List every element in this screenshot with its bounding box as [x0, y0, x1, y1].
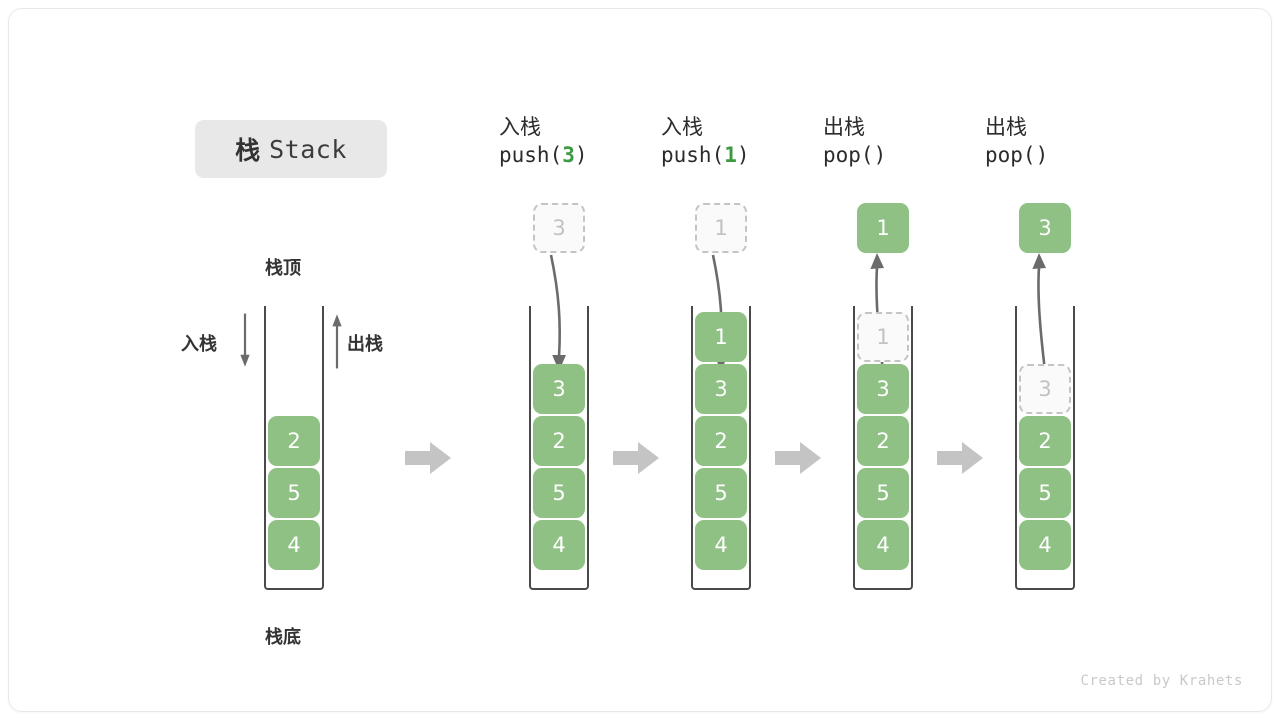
stack-cell: 2 [857, 416, 909, 466]
stack-cell: 5 [268, 468, 320, 518]
pop-direction-arrow-icon [332, 314, 342, 369]
motion-arrow-icon-pop-3 [1032, 253, 1047, 372]
title-cn: 栈 [235, 136, 261, 165]
push-direction-arrow-icon [240, 313, 250, 367]
push-direction-label: 入栈 [181, 334, 217, 355]
stack-cell-ghost: 3 [1019, 364, 1071, 414]
stack-cell: 4 [695, 520, 747, 570]
step-operation-cn: 出栈 [823, 115, 865, 139]
motion-arrow-icon-push-3 [549, 254, 566, 371]
stack-cell: 3 [533, 364, 585, 414]
stack-top-label: 栈顶 [265, 258, 301, 279]
stack-cell: 4 [268, 520, 320, 570]
step-operation-argument: 1 [724, 143, 737, 168]
step-header-pop-3: 出栈 pop() [985, 113, 1105, 170]
step-header-push-3: 入栈 push(3) [499, 113, 619, 170]
stack-cell: 1 [695, 312, 747, 362]
step-operation-cn: 出栈 [985, 115, 1027, 139]
floating-element-push-1: 1 [695, 203, 747, 253]
step-arrow-icon-4 [937, 442, 983, 474]
stack-cell: 3 [857, 364, 909, 414]
stack-cell: 5 [533, 468, 585, 518]
step-arrow-icon-2 [613, 442, 659, 474]
step-header-pop-1: 出栈 pop() [823, 113, 943, 170]
step-header-push-1: 入栈 push(1) [661, 113, 781, 170]
step-operation-code: push(3) [499, 143, 588, 168]
stack-cell: 4 [1019, 520, 1071, 570]
stack-container [691, 306, 751, 590]
stack-cell: 2 [533, 416, 585, 466]
step-operation-code: push(1) [661, 143, 750, 168]
stack-cell: 5 [695, 468, 747, 518]
stack-cell: 3 [695, 364, 747, 414]
stack-cell: 2 [695, 416, 747, 466]
title-en: Stack [269, 134, 347, 164]
floating-element-push-3: 3 [533, 203, 585, 253]
stack-cell: 2 [1019, 416, 1071, 466]
pop-direction-label: 出栈 [347, 334, 383, 355]
stack-bottom-label: 栈底 [265, 627, 301, 648]
stack-cell: 2 [268, 416, 320, 466]
step-arrow-icon-1 [405, 442, 451, 474]
credit-text: Created by Krahets [1080, 673, 1243, 689]
step-operation-code: pop() [985, 143, 1049, 168]
step-operation-cn: 入栈 [499, 115, 541, 139]
floating-element-pop-1: 1 [857, 203, 909, 253]
stack-cell-ghost: 1 [857, 312, 909, 362]
step-arrow-icon-3 [775, 442, 821, 474]
stack-cell: 4 [533, 520, 585, 570]
diagram-title-chip: 栈 Stack [195, 120, 387, 178]
stack-cell: 4 [857, 520, 909, 570]
stack-cell: 5 [1019, 468, 1071, 518]
stack-container [853, 306, 913, 590]
stack-cell: 5 [857, 468, 909, 518]
step-operation-cn: 入栈 [661, 115, 703, 139]
stack-container [264, 306, 324, 590]
stack-container [529, 306, 589, 590]
step-operation-argument: 3 [562, 143, 575, 168]
stack-container [1015, 306, 1075, 590]
step-operation-code: pop() [823, 143, 887, 168]
floating-element-pop-3: 3 [1019, 203, 1071, 253]
